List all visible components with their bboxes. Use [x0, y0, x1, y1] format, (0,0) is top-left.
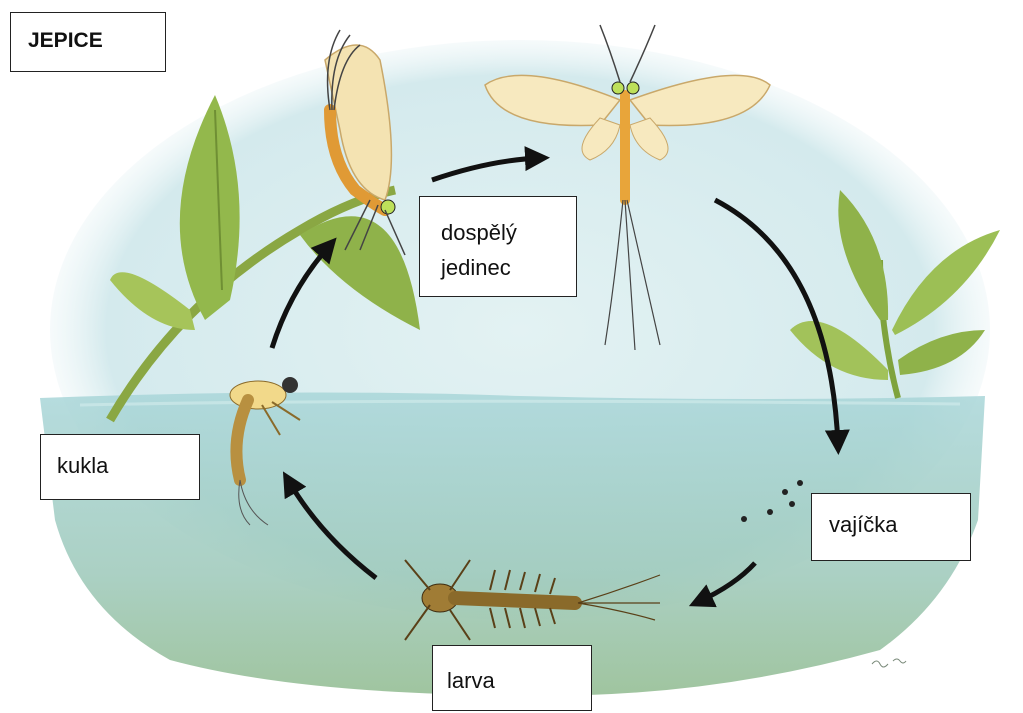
- label-adult-line2: jedinec: [441, 250, 576, 285]
- label-larva: larva: [432, 645, 592, 711]
- artist-signature: [872, 659, 906, 667]
- label-adult-line1: dospělý: [441, 215, 576, 250]
- label-pupa: kukla: [40, 434, 200, 500]
- label-eggs: vajíčka: [811, 493, 971, 561]
- diagram-title: JEPICE: [10, 12, 166, 72]
- label-adult: dospělý jedinec: [419, 196, 577, 297]
